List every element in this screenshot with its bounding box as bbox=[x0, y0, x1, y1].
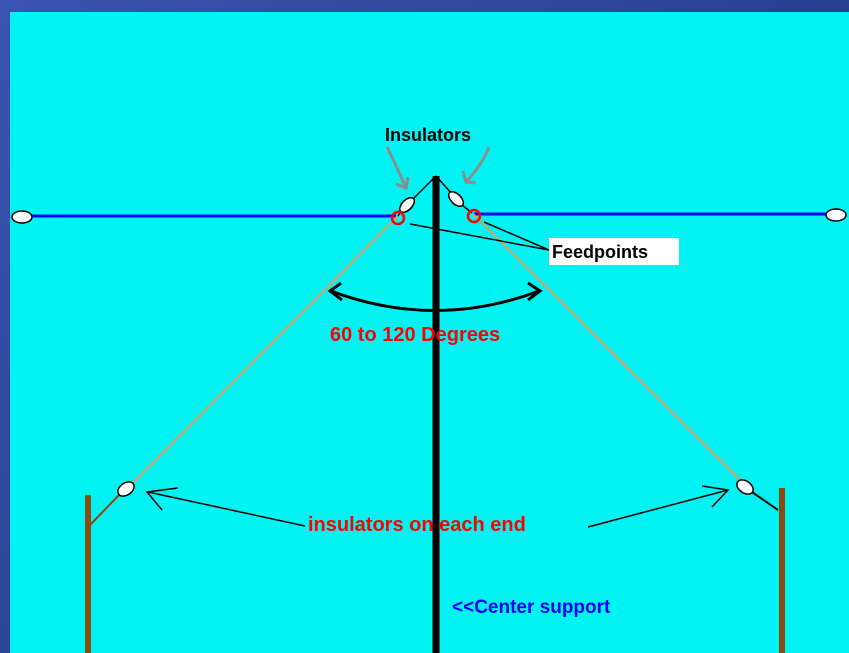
feedpoint-left bbox=[390, 210, 406, 226]
angle-arc bbox=[330, 289, 540, 312]
insulator-pointer-left bbox=[385, 146, 408, 189]
feedpoints-label-box bbox=[549, 238, 679, 265]
leg-insulator-left bbox=[117, 481, 135, 497]
insulator-pointer-right bbox=[464, 146, 491, 184]
leg-tie-right bbox=[751, 491, 779, 511]
mast-tie-right bbox=[435, 175, 453, 195]
mast-tie-left bbox=[411, 175, 437, 201]
center-support-label: <<Center support bbox=[452, 597, 611, 618]
angle-arc-head-left bbox=[327, 281, 343, 302]
end-insulators-pointer-right-head bbox=[701, 485, 730, 508]
angle-arc-head-right bbox=[527, 281, 543, 302]
wire-end-insulator-right bbox=[825, 208, 847, 222]
leg-tie-left bbox=[89, 493, 121, 526]
inverted-v-leg-right bbox=[472, 213, 747, 487]
end-insulators-pointer-right bbox=[587, 489, 729, 528]
leg-insulator-right bbox=[736, 479, 754, 495]
end-insulators-pointer-left-head bbox=[145, 487, 179, 511]
insulator-pointer-left-head bbox=[395, 176, 410, 191]
end-insulators-pointer-left bbox=[147, 491, 306, 527]
end-insulators-label: insulators on each end bbox=[308, 514, 526, 536]
wire-end-insulator-left bbox=[11, 210, 33, 224]
feedpoint-pointer-right bbox=[483, 221, 550, 251]
diagram-canvas bbox=[10, 12, 849, 653]
feedpoint-right bbox=[466, 208, 482, 224]
insulator-pointer-right-head bbox=[461, 170, 477, 185]
inverted-v-leg-left bbox=[127, 215, 399, 489]
angle-label: 60 to 120 Degrees bbox=[330, 324, 500, 346]
insulators-label: Insulators bbox=[385, 125, 471, 145]
feedpoints-label: Feedpoints bbox=[552, 242, 648, 262]
feedpoint-pointer-left bbox=[409, 223, 550, 251]
